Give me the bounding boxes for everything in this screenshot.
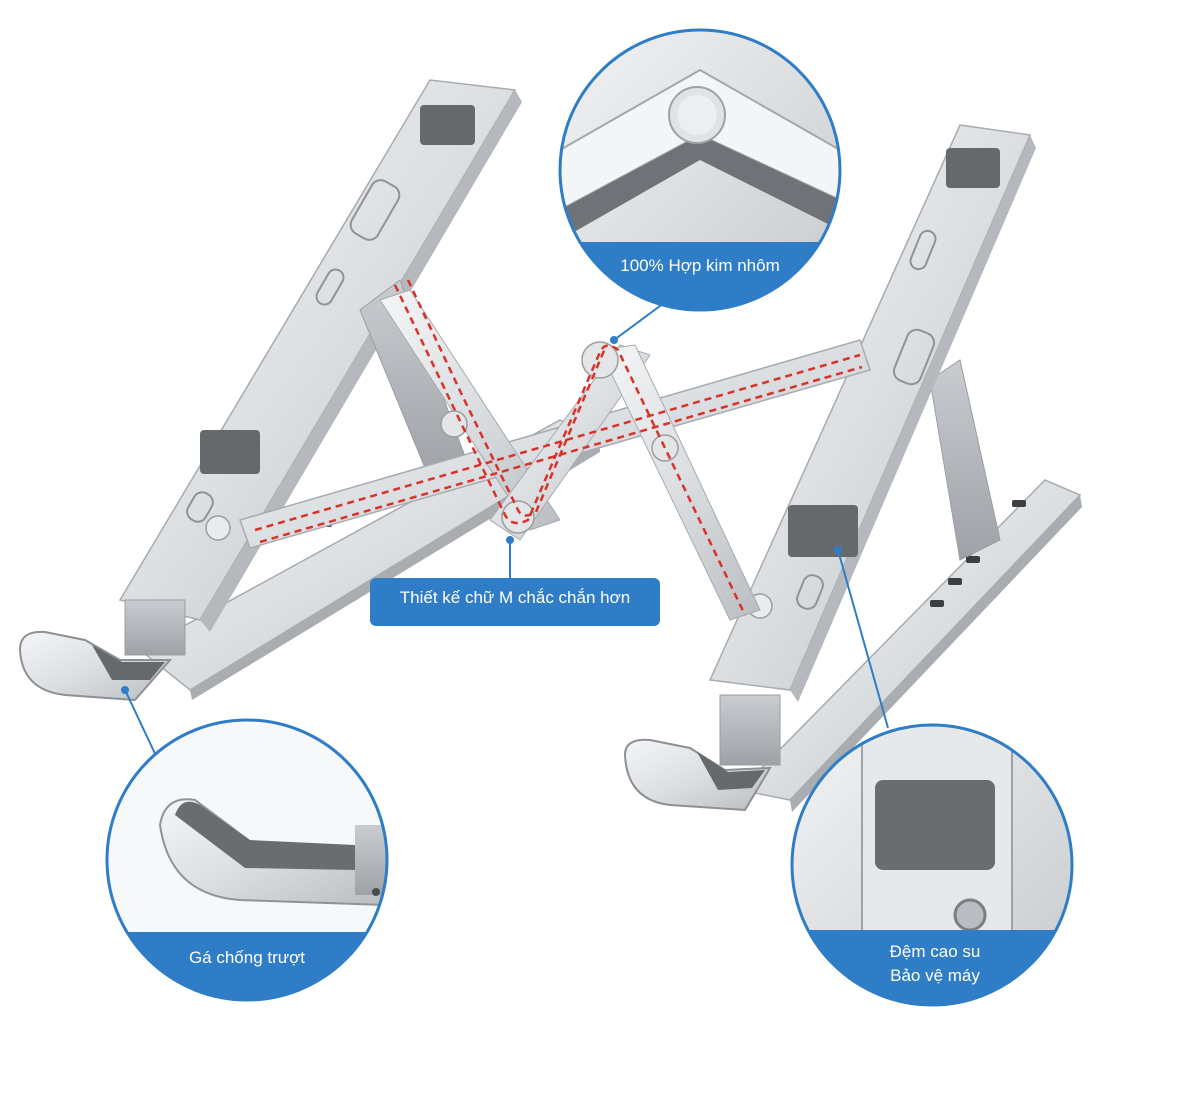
rubber-pad-label-line2: Bảo vệ máy bbox=[890, 966, 980, 985]
m-design-label: Thiết kế chữ M chắc chắn hơn bbox=[399, 588, 631, 607]
anti-slip-label: Gá chống trượt bbox=[188, 948, 306, 967]
zoom-circle-grip bbox=[105, 718, 389, 1002]
zoom-circle-pad bbox=[790, 723, 1074, 1007]
callout-connectors bbox=[125, 299, 889, 761]
zoom-circle-alloy bbox=[558, 28, 842, 312]
right-stand bbox=[623, 124, 1082, 812]
rubber-pad-label-line1: Đệm cao su bbox=[889, 942, 981, 961]
alloy-label: 100% Hợp kim nhôm bbox=[620, 256, 780, 275]
m-design-label-box bbox=[370, 578, 660, 626]
m-shape-dashed-path bbox=[254, 279, 863, 616]
